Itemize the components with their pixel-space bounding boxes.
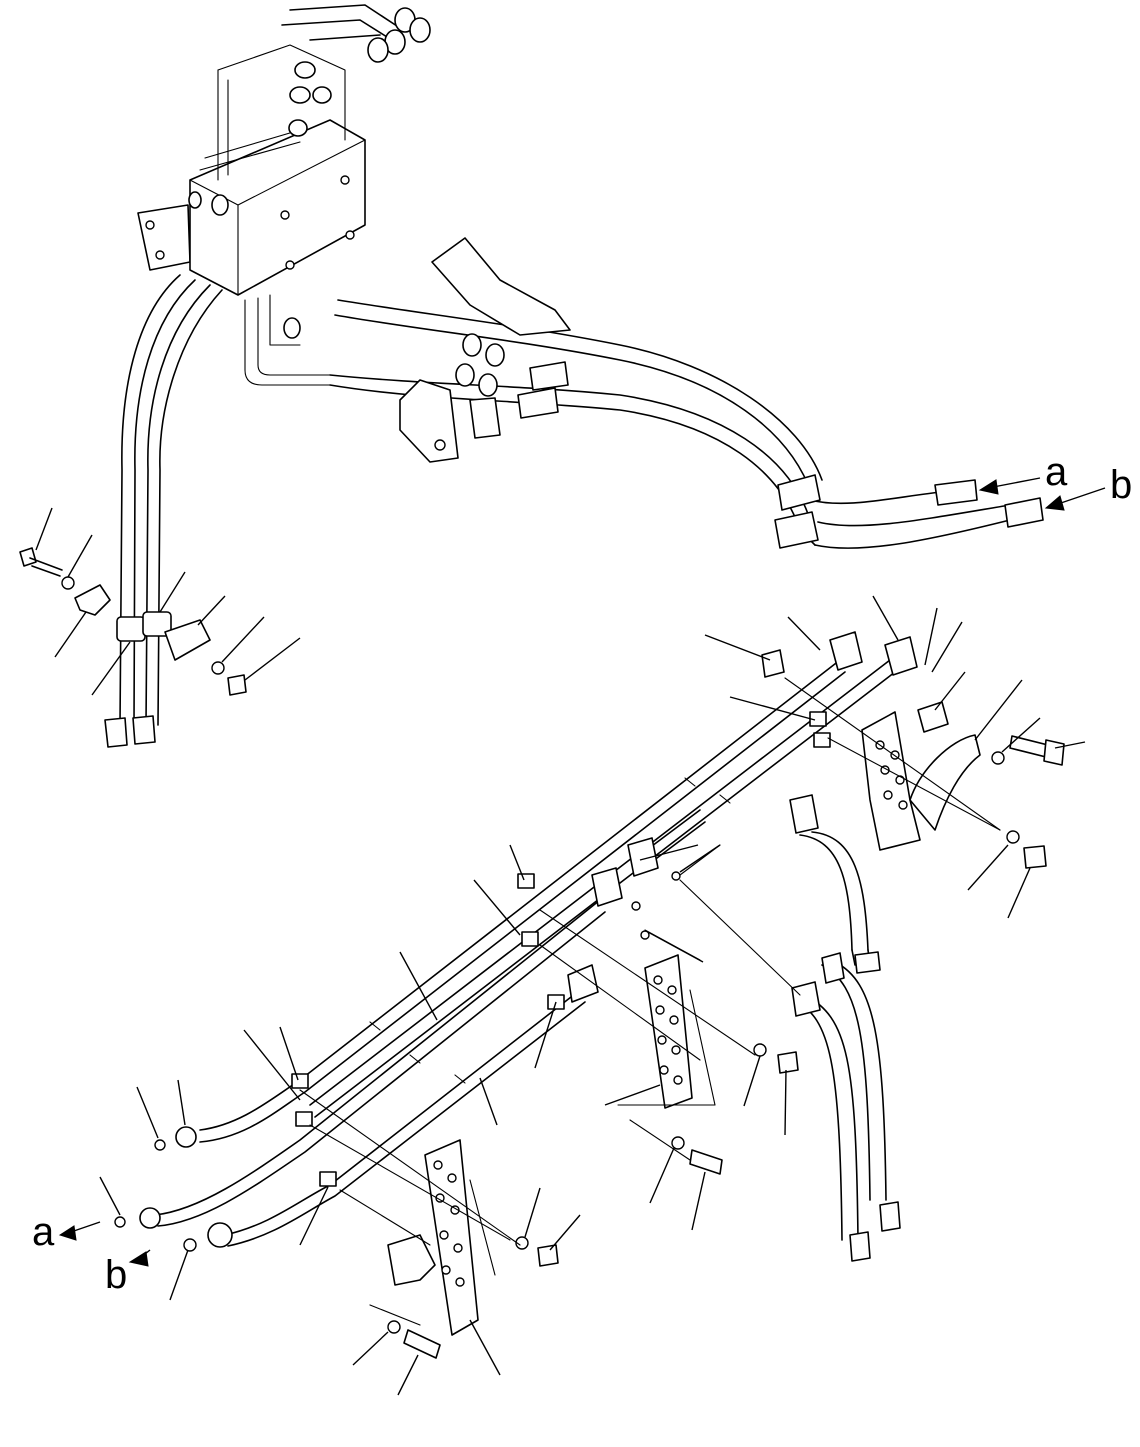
left-hose-bundle xyxy=(104,274,223,748)
mounting-plates xyxy=(387,711,981,1336)
leader-lines xyxy=(58,595,1086,1396)
ref-label-a-top: a xyxy=(1045,450,1068,494)
ref-label-b-top: b xyxy=(1110,463,1133,507)
upper-pipe-run xyxy=(329,237,1044,549)
tube-bundle xyxy=(114,631,918,1252)
ref-label-b-bottom: b xyxy=(105,1253,128,1297)
connection-arrows-top xyxy=(978,477,1106,511)
control-valve-assembly xyxy=(137,4,431,386)
ref-label-a-bottom: a xyxy=(32,1210,55,1254)
fasteners xyxy=(387,649,1065,1359)
reference-lines xyxy=(299,677,1001,1326)
right-hoses xyxy=(789,794,901,1262)
clamp-kit-left xyxy=(19,507,301,696)
